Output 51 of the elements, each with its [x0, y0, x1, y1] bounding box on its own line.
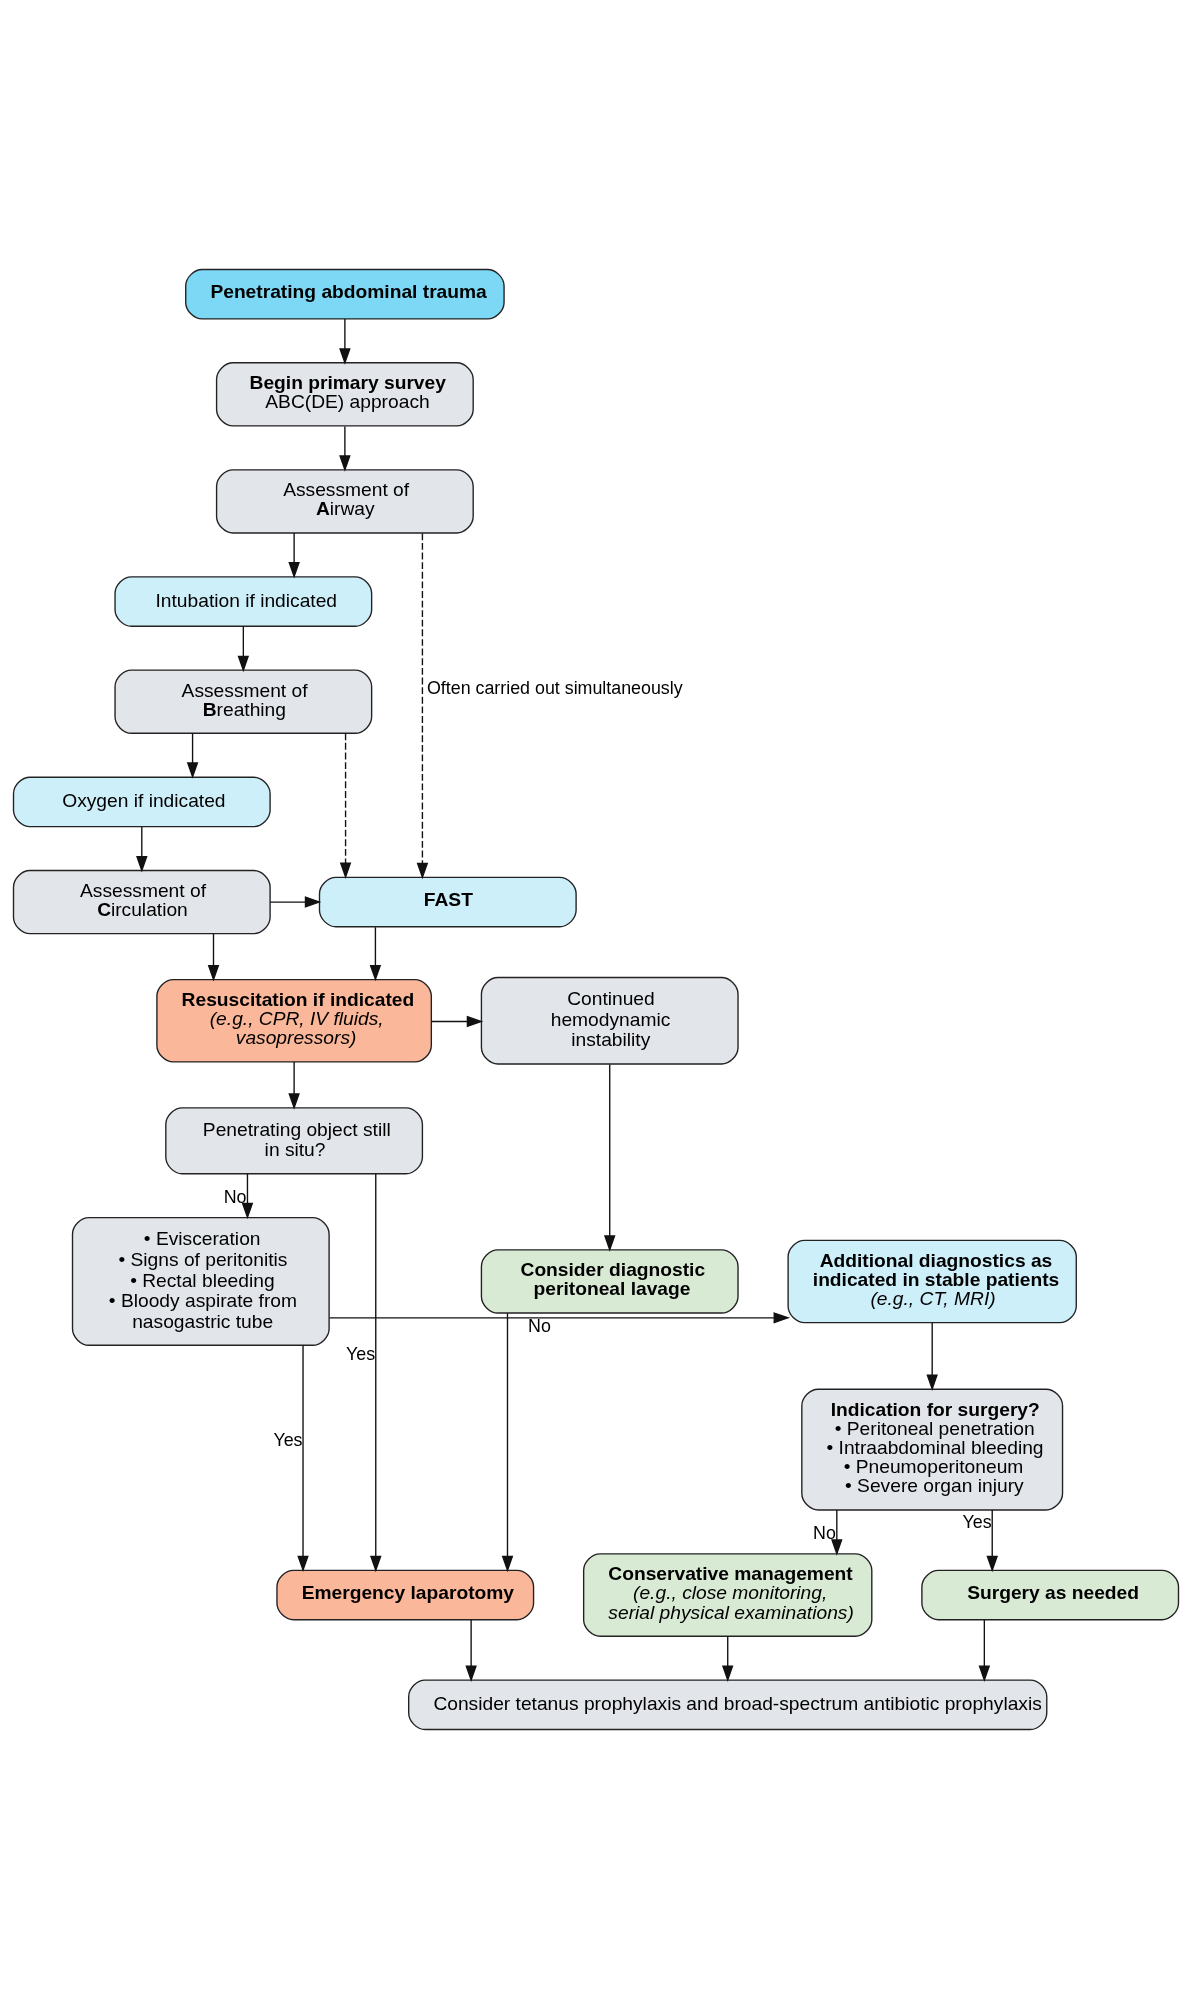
node-box: Begin primary survey ABC(DE) approach [215, 362, 474, 427]
arrow [339, 732, 352, 879]
arrow [370, 1173, 382, 1573]
node-box: Assessment of Breathing [114, 669, 373, 734]
arrow [978, 1619, 991, 1683]
edge-label: Often carried out simultaneously [427, 677, 683, 698]
node-box: Penetrating abdominal trauma [185, 268, 505, 320]
node-box: Penetrating object still in situ? [165, 1107, 424, 1175]
edge-label: No [223, 1186, 247, 1207]
node-box: Assessment of Airway [215, 469, 474, 534]
edge-label: No [528, 1316, 551, 1337]
node-box: Consider diagnostic peritoneal lavage [480, 1249, 739, 1314]
arrow [269, 896, 322, 908]
edge-label: No [813, 1523, 836, 1544]
node-box: Indication for surgery? • Peritoneal penetration • Intraabdominal bleeding • Pneumoperitoneum • Severe organ injury [801, 1388, 1064, 1511]
arrow [369, 926, 382, 982]
arrow [136, 825, 148, 873]
node-box: Conservative management (e.g., close monitoring, serial physical examinations) [582, 1553, 873, 1637]
edge-label: Yes [273, 1429, 303, 1450]
node-box: Assessment of Circulation [12, 869, 271, 935]
arrow [237, 625, 250, 673]
node-box: FAST [318, 876, 577, 928]
node-box: Oxygen if indicated [12, 776, 271, 828]
node-box: Emergency laparotomy [276, 1569, 535, 1621]
arrow [430, 1015, 484, 1028]
arrow [339, 318, 351, 365]
edge-label: Yes [346, 1344, 376, 1365]
arrow [465, 1619, 477, 1683]
edge-label: Yes [962, 1512, 992, 1533]
arrow [416, 532, 429, 880]
node-box: Continued hemodynamic instability [480, 976, 739, 1065]
arrow [207, 933, 220, 982]
arrow [339, 425, 351, 472]
node-box: Consider tetanus prophylaxis and broad-spectrum antibiotic prophylaxis [408, 1679, 1048, 1731]
arrow [186, 732, 199, 779]
arrow [241, 1173, 254, 1220]
arrow [831, 1509, 843, 1556]
node-box: • Evisceration • Signs of peritonitis • Rectal bleeding • Bloody aspirate from nasogastric tube [71, 1217, 330, 1346]
arrow [926, 1322, 938, 1391]
arrow [986, 1509, 998, 1573]
node-box: Surgery as needed [921, 1569, 1180, 1621]
node-box: Additional diagnostics as indicated in stable patients (e.g., CT, MRI) [787, 1239, 1077, 1324]
arrow [501, 1312, 514, 1573]
arrow [328, 1312, 791, 1324]
arrow [603, 1063, 616, 1252]
node-box: Resuscitation if indicated (e.g., CPR, IV fluids, vasopressors) [156, 978, 433, 1063]
arrow [288, 532, 300, 579]
arrow [721, 1635, 734, 1682]
arrow [288, 1061, 300, 1110]
arrow [297, 1344, 309, 1573]
node-box: Intubation if indicated [114, 576, 373, 627]
